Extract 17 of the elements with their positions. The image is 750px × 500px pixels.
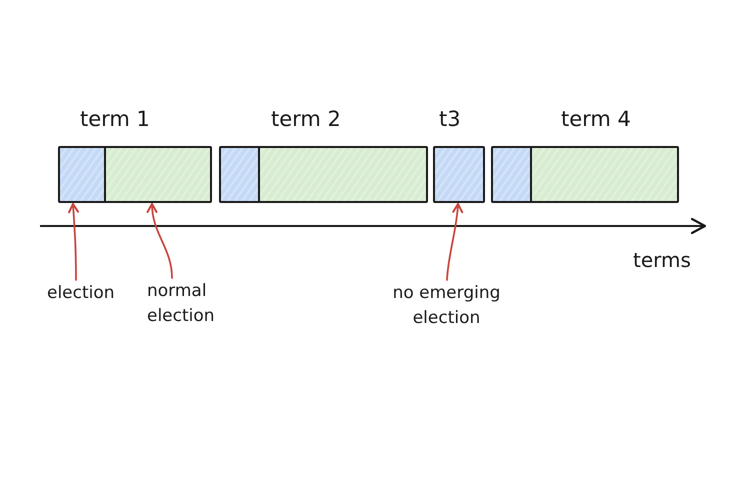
term-label: term 2 xyxy=(271,106,341,132)
term-label: t3 xyxy=(439,106,461,132)
election-segment xyxy=(60,148,104,201)
annotation-text: normal election xyxy=(147,279,216,329)
election-segment xyxy=(221,148,258,201)
axis-label: terms xyxy=(633,247,691,273)
term-segment xyxy=(258,148,426,201)
annotation-text: election xyxy=(47,281,116,306)
annotation-text: no emerging election xyxy=(392,281,501,331)
term-label: term 1 xyxy=(80,106,150,132)
term-label: term 4 xyxy=(561,106,631,132)
leader-arrow xyxy=(446,203,463,281)
term-segment xyxy=(530,148,677,201)
leader-arrow xyxy=(68,203,80,281)
leader-arrow xyxy=(146,203,173,279)
election-segment xyxy=(493,148,530,201)
term-segment xyxy=(104,148,210,201)
